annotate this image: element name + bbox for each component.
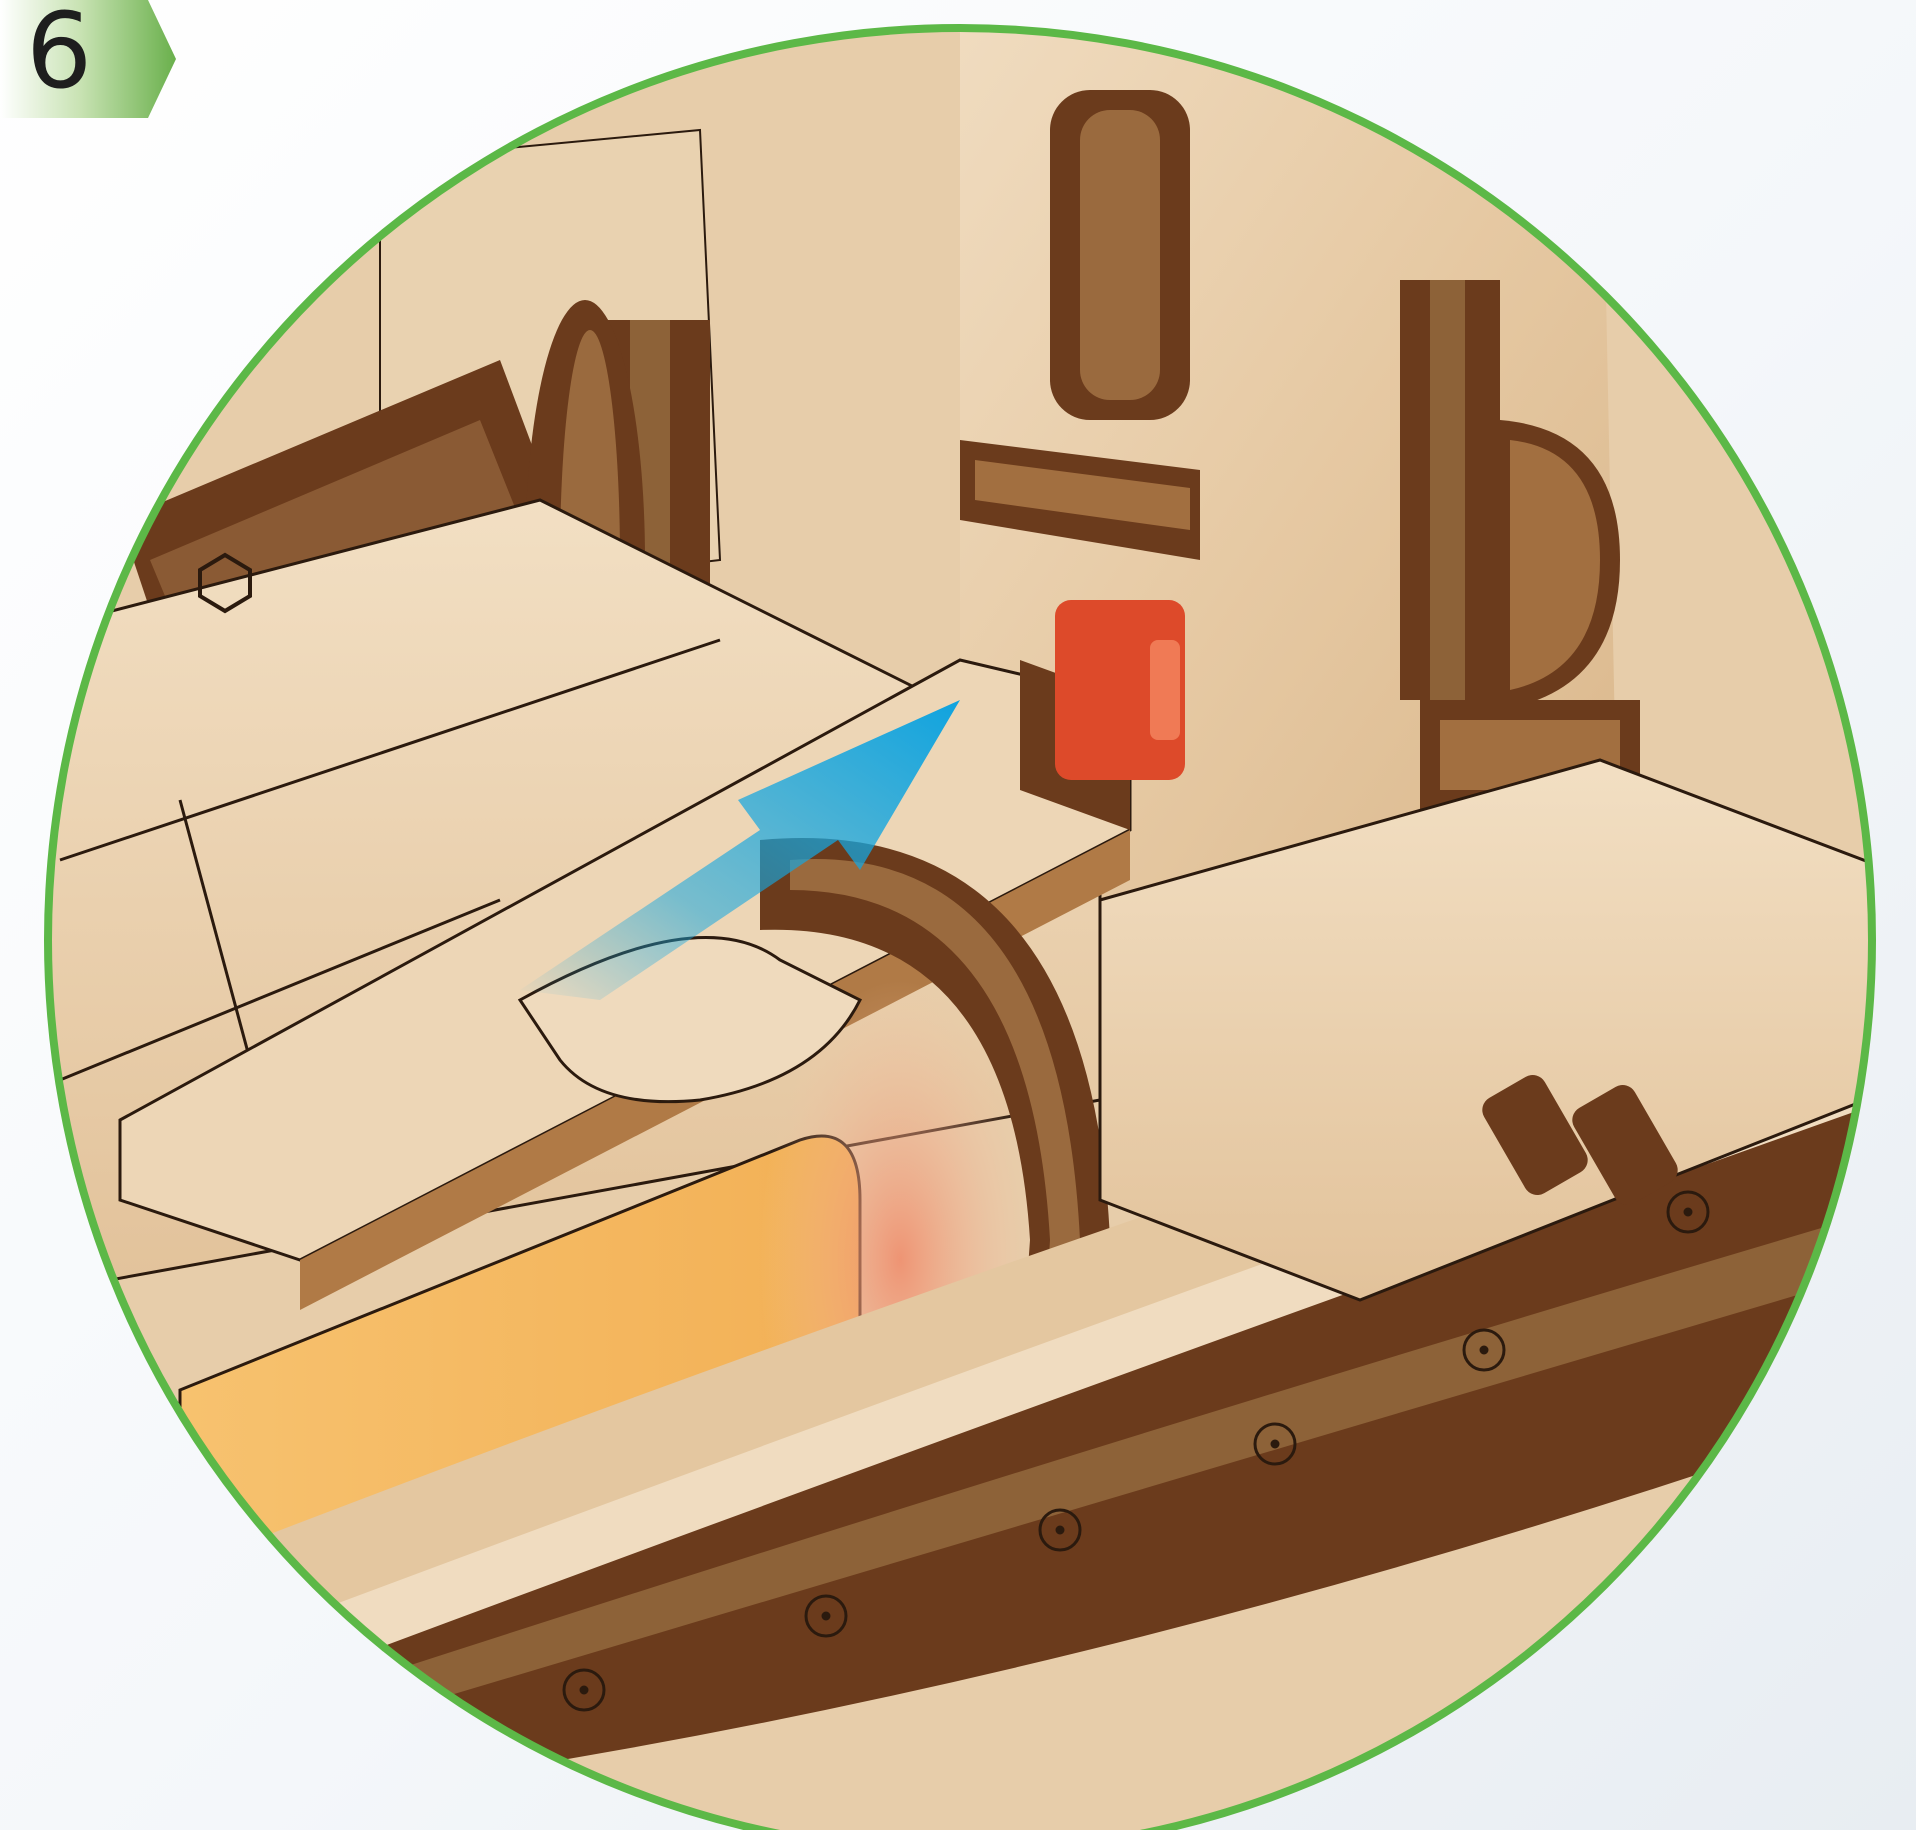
assembly-illustration (0, 0, 1916, 1830)
